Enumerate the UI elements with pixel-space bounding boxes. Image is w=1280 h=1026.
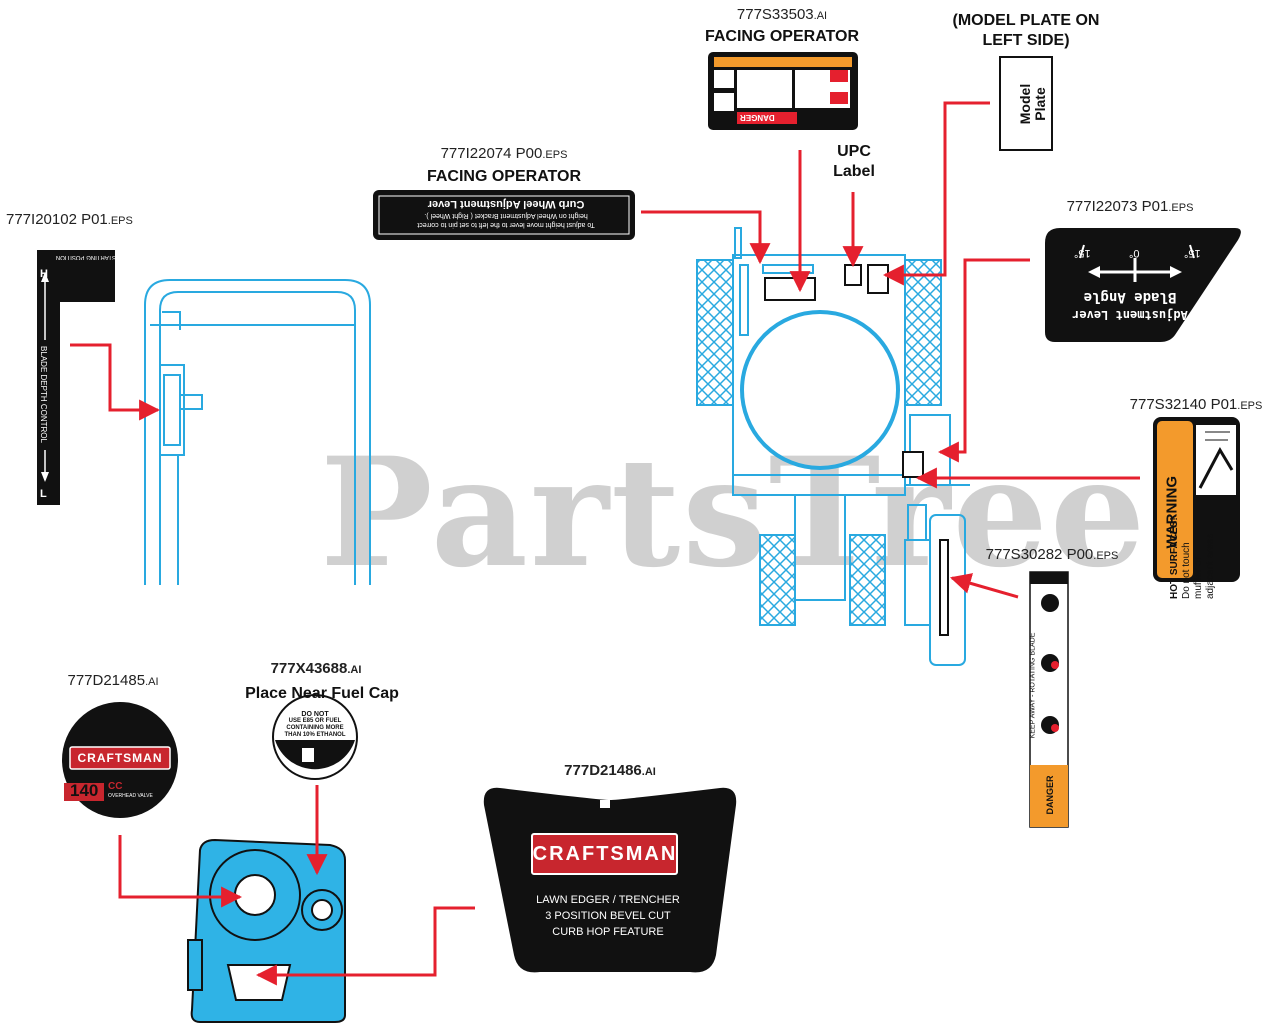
craftsman-logo-round: CRAFTSMAN bbox=[77, 751, 163, 765]
place-near-fuel-cap-note: Place Near Fuel Cap bbox=[245, 685, 399, 702]
angle-right-label: 15° bbox=[1184, 247, 1201, 259]
model-plate-text: Model bbox=[1017, 83, 1033, 125]
curb-wheel-decal-text: To adjust height move lever to the left … bbox=[417, 198, 595, 228]
part-number-777S33503: 777S33503.AI bbox=[736, 6, 828, 23]
depth-l-mark: L bbox=[40, 488, 47, 500]
decal-777X43688 bbox=[272, 694, 358, 780]
decal-777I20102 bbox=[37, 250, 115, 505]
craftsman-logo-shield: CRAFTSMAN bbox=[532, 843, 678, 865]
part-number-777I22074: 777I22074 P00.EPS bbox=[440, 145, 568, 162]
model-plate-note-line1: (MODEL PLATE ON bbox=[952, 12, 1100, 29]
model-plate-text-2: Plate bbox=[1032, 87, 1048, 121]
upc-label-line2: Label bbox=[833, 163, 875, 180]
cc-unit: CC bbox=[108, 781, 123, 792]
part-number-777X43688: 777X43688.AI bbox=[270, 660, 362, 677]
decal-777S33503 bbox=[708, 52, 858, 130]
starting-position-text: STARTING POSITION bbox=[55, 254, 116, 260]
part-number-777D21485: 777D21485.AI bbox=[67, 672, 159, 689]
ethanol-warning-text: DO NOT USE E85 OR FUEL CONTAINING MORE T… bbox=[284, 711, 346, 738]
facing-operator-note-2: FACING OPERATOR bbox=[426, 168, 582, 185]
upc-label-line1: UPC bbox=[837, 143, 871, 160]
engine bbox=[187, 838, 346, 1023]
edger-machine bbox=[696, 227, 970, 666]
handle-assembly bbox=[144, 279, 371, 585]
danger-word: DANGER bbox=[1045, 775, 1055, 815]
top-decal-danger-text: DANGER bbox=[740, 113, 775, 122]
facing-operator-note-1: FACING OPERATOR bbox=[704, 28, 860, 45]
part-number-777D21486: 777D21486.AI bbox=[564, 762, 656, 779]
model-plate-box bbox=[999, 56, 1053, 151]
decal-777I22073 bbox=[1045, 228, 1241, 342]
decal-777D21486 bbox=[483, 787, 737, 973]
part-number-777S32140: 777S32140 P01.EPS bbox=[1129, 396, 1263, 413]
part-number-777S30282: 777S30282 P00.EPS bbox=[985, 546, 1119, 563]
edger-feature-text: LAWN EDGER / TRENCHER 3 POSITION BEVEL C… bbox=[536, 894, 680, 938]
decal-777D21485 bbox=[62, 702, 178, 818]
angle-left-label: 15° bbox=[1074, 247, 1091, 259]
model-plate-note-line2: LEFT SIDE) bbox=[982, 32, 1070, 49]
angle-mid-label: 0° bbox=[1129, 247, 1140, 259]
cc-number: 140 bbox=[70, 781, 99, 800]
pointer-arrows bbox=[70, 101, 1140, 986]
decal-777I22074-bg bbox=[373, 190, 635, 240]
decal-777S32140 bbox=[1153, 417, 1240, 582]
part-number-777I22073: 777I22073 P01.EPS bbox=[1066, 198, 1194, 215]
depth-h-mark: H bbox=[40, 268, 48, 280]
keep-away-text: KEEP AWAY - ROTATING BLADE bbox=[1029, 632, 1037, 739]
hot-surface-text: HOT SURFACES! Do not touch muffler or ad… bbox=[1169, 517, 1216, 599]
decal-777S30282 bbox=[1029, 571, 1069, 828]
part-number-777I20102: 777I20102 P01.EPS bbox=[6, 211, 133, 228]
blade-depth-control-text: BLADE DEPTH CONTROL bbox=[38, 346, 48, 443]
blade-angle-decal-text: Adjustment Lever Blade Angle bbox=[1072, 289, 1188, 322]
overhead-valve-text: OVERHEAD VALVE bbox=[108, 793, 153, 799]
